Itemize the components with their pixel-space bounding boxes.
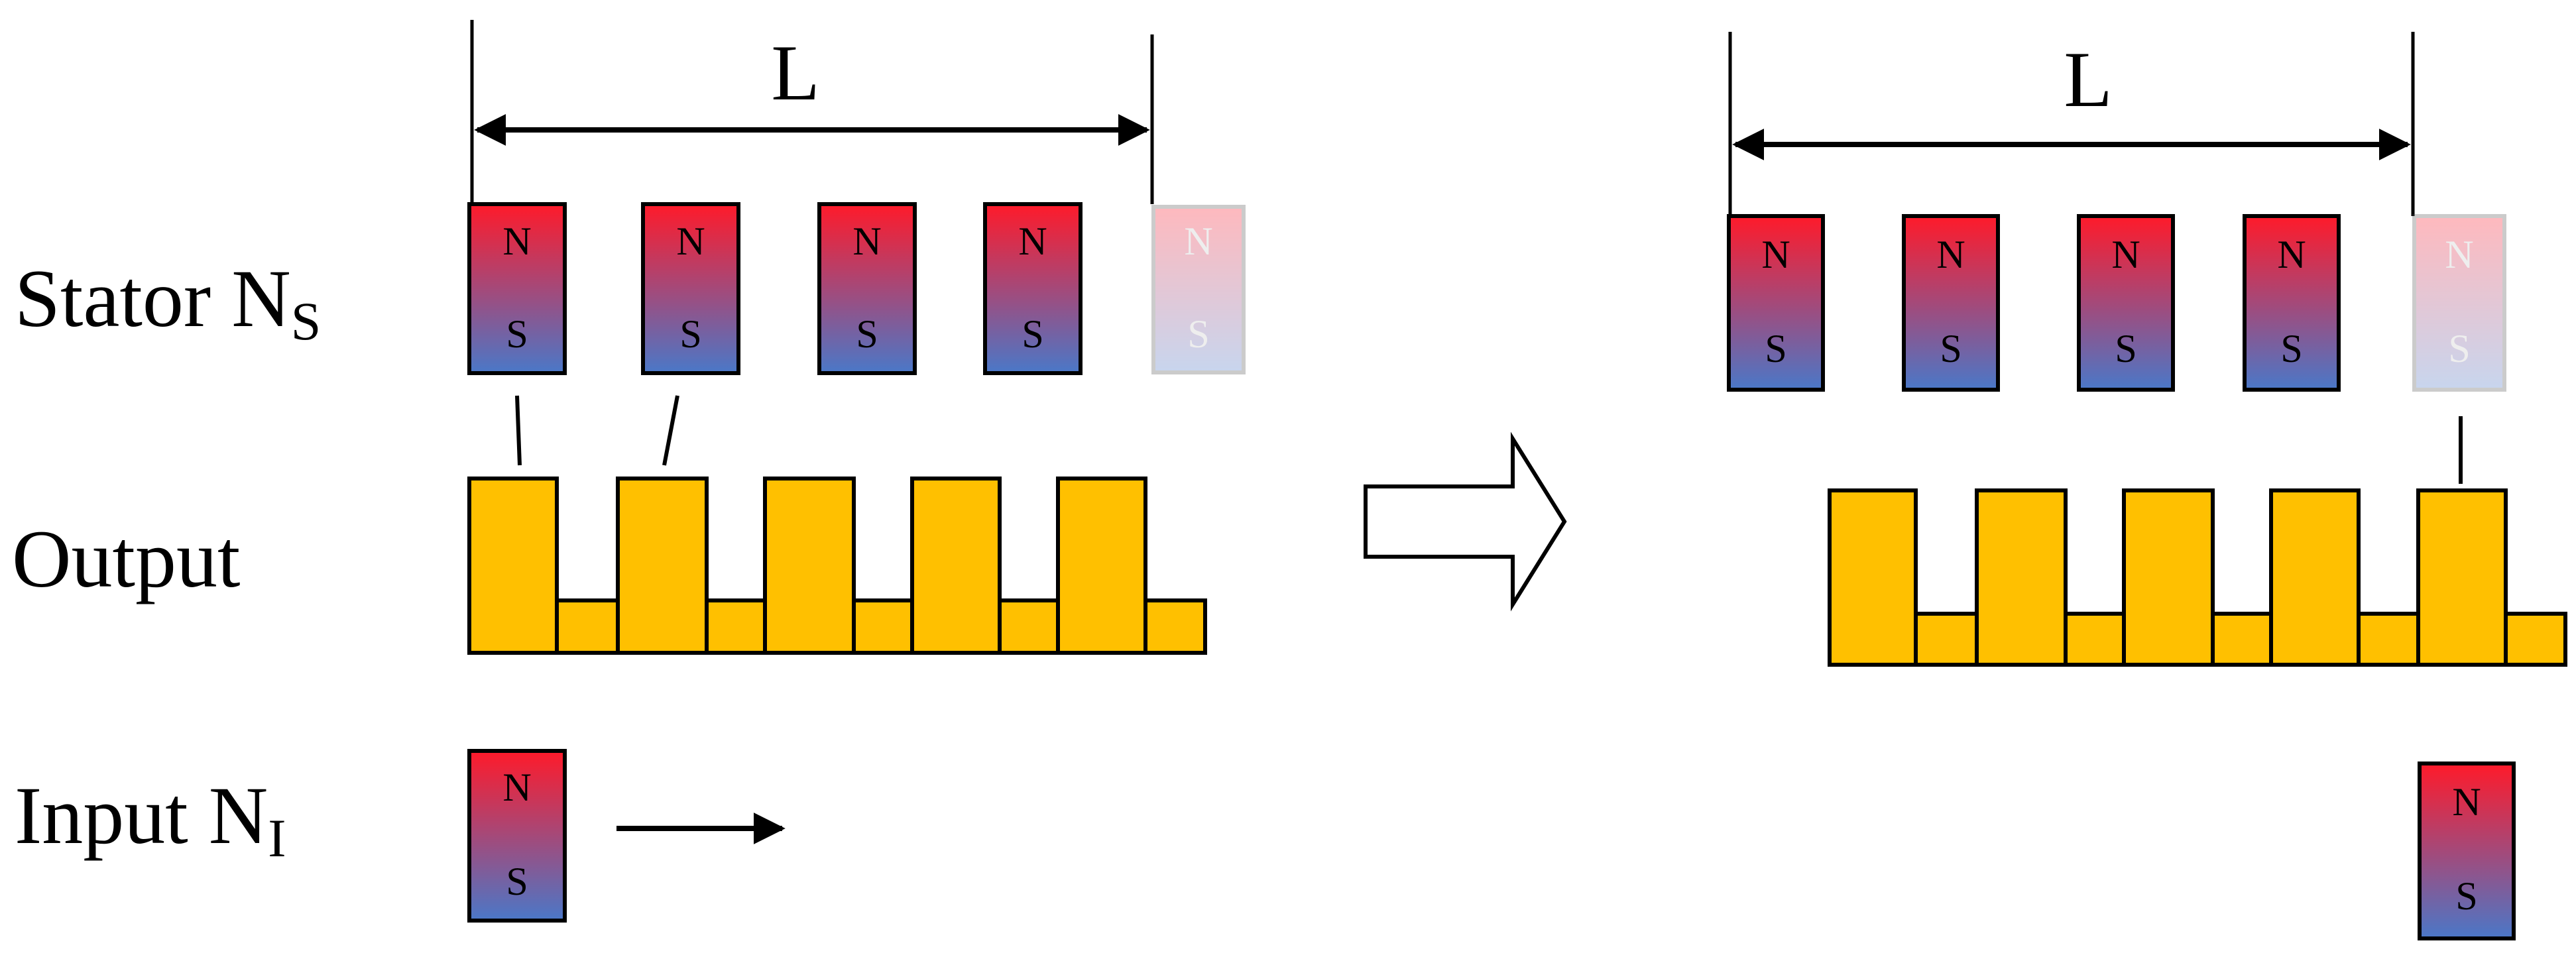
input-magnet: N S [467,749,567,923]
stator-magnet: N S [467,202,567,375]
rotor-segment-dividers [1914,614,2508,665]
rotor-segment-dividers [555,600,1147,653]
panel-before: L N S N S N S N S N S [467,20,1246,923]
input-label-sub: I [268,808,286,868]
pole-south-label: S [679,312,701,356]
pole-south-label: S [2455,874,2477,918]
stator-label-main: Stator N [15,253,291,344]
stator-label-sub: S [291,291,322,351]
pole-north-label: N [2452,780,2481,824]
pole-north-label: N [2445,233,2473,276]
pole-north-label: N [502,219,531,263]
pole-north-label: N [852,219,881,263]
alignment-line [662,395,679,466]
stator-magnet: N S [2243,214,2341,392]
pole-south-label: S [2448,327,2470,370]
pole-north-label: N [1936,233,1965,276]
pole-south-label: S [1187,312,1209,356]
panel-after: L N S N S N S N S N S [1727,32,2567,940]
output-iron-rotor [1828,488,2567,667]
pole-north-label: N [2277,233,2306,276]
stator-magnet: N S [2077,214,2175,392]
pole-south-label: S [856,312,878,356]
pole-north-label: N [1761,233,1790,276]
pole-south-label: S [1765,327,1786,370]
input-label-main: Input N [15,770,268,861]
pole-north-label: N [676,219,705,263]
alignment-line [515,395,522,466]
stator-magnet-ghost: N S [2412,214,2506,392]
stator-magnet: N S [1902,214,2000,392]
pole-north-label: N [2111,233,2140,276]
pole-south-label: S [2280,327,2302,370]
output-iron-rotor [467,477,1207,655]
stator-magnet: N S [1727,214,1825,392]
stator-magnet: N S [641,202,740,375]
stator-magnet: N S [817,202,917,375]
dimension-label: L [771,28,819,117]
transition-arrow-icon [1364,431,1567,612]
pole-north-label: N [1018,219,1047,263]
input-magnet: N S [2418,762,2516,940]
dimension-label: L [2064,35,2112,123]
pole-north-label: N [1184,219,1212,263]
pole-north-label: N [502,765,531,809]
stator-magnet-ghost: N S [1151,205,1246,374]
pole-south-label: S [506,312,528,356]
stator-row-label: Stator NS [15,253,321,351]
pole-south-label: S [1940,327,1961,370]
output-row-label: Output [12,514,240,604]
input-row-label: Input NI [15,770,286,868]
pole-south-label: S [506,860,528,903]
pole-south-label: S [1022,312,1043,356]
stator-magnet: N S [983,202,1083,375]
pole-south-label: S [2115,327,2137,370]
